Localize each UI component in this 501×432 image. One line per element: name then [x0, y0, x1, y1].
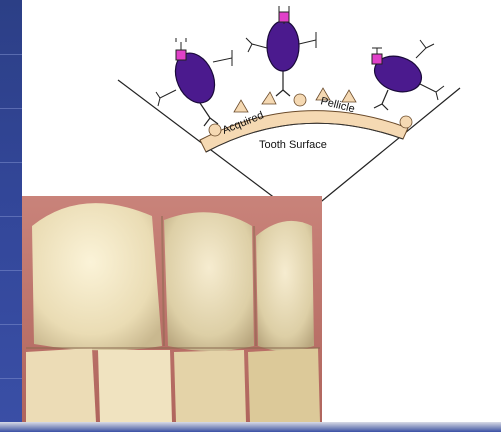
tooth-lower-4: [248, 348, 320, 422]
tooth-lower-3: [174, 350, 246, 422]
pellicle-bump: [294, 94, 306, 106]
bacterium-right: [370, 40, 444, 110]
slide-bottom-bar: [0, 422, 501, 432]
bacterium-center: [246, 6, 316, 96]
tooth-lower-2: [98, 350, 172, 422]
bacterium-body: [267, 21, 299, 71]
tooth-central-incisor: [32, 203, 162, 350]
pellicle-bump: [209, 124, 221, 136]
pellicle-bump: [400, 116, 412, 128]
receptor-shape: [262, 92, 276, 104]
tooth-lower-1: [26, 348, 96, 422]
bacterium-marker: [372, 54, 382, 64]
bacterium-marker: [176, 50, 186, 60]
receptor-shape: [234, 100, 248, 112]
teeth-photo: [22, 196, 322, 422]
bacterium-left: [156, 38, 232, 126]
bacterium-marker: [279, 12, 289, 22]
tooth-lateral-incisor: [164, 212, 254, 351]
tooth-surface-label: Tooth Surface: [259, 139, 327, 151]
tooth-canine: [256, 221, 314, 351]
